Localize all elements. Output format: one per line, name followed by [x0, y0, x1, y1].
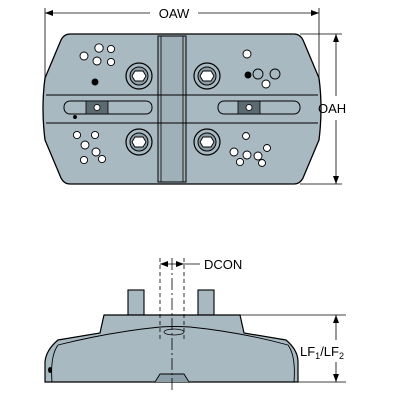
right-pin: [197, 289, 215, 316]
top-view: [42, 33, 322, 185]
center-slot: [157, 35, 187, 183]
left-pin: [127, 289, 145, 316]
oaw-label: OAW: [159, 6, 190, 21]
lf-main: LF: [300, 344, 315, 359]
dcon-label: DCON: [204, 257, 242, 272]
holes: [72, 43, 281, 167]
oaw-dimension: OAW: [44, 6, 320, 80]
lf-dimension: LF1/LF2: [240, 314, 346, 383]
side-view: [44, 289, 299, 383]
lf-label: LF1/LF2: [300, 344, 344, 361]
screw-bottom-left: [125, 128, 153, 156]
dcon-dimension: DCON: [159, 257, 242, 342]
side-view-body: [44, 314, 299, 383]
screw-bottom-right: [193, 128, 221, 156]
screw-top-right: [193, 62, 221, 90]
screw-top-left: [125, 62, 153, 90]
oah-label: OAH: [318, 101, 346, 116]
lf-sep: /LF: [320, 344, 339, 359]
lf-sub1: 1: [315, 351, 320, 361]
oah-dimension: OAH: [300, 33, 346, 185]
lf-sub2: 2: [339, 351, 344, 361]
